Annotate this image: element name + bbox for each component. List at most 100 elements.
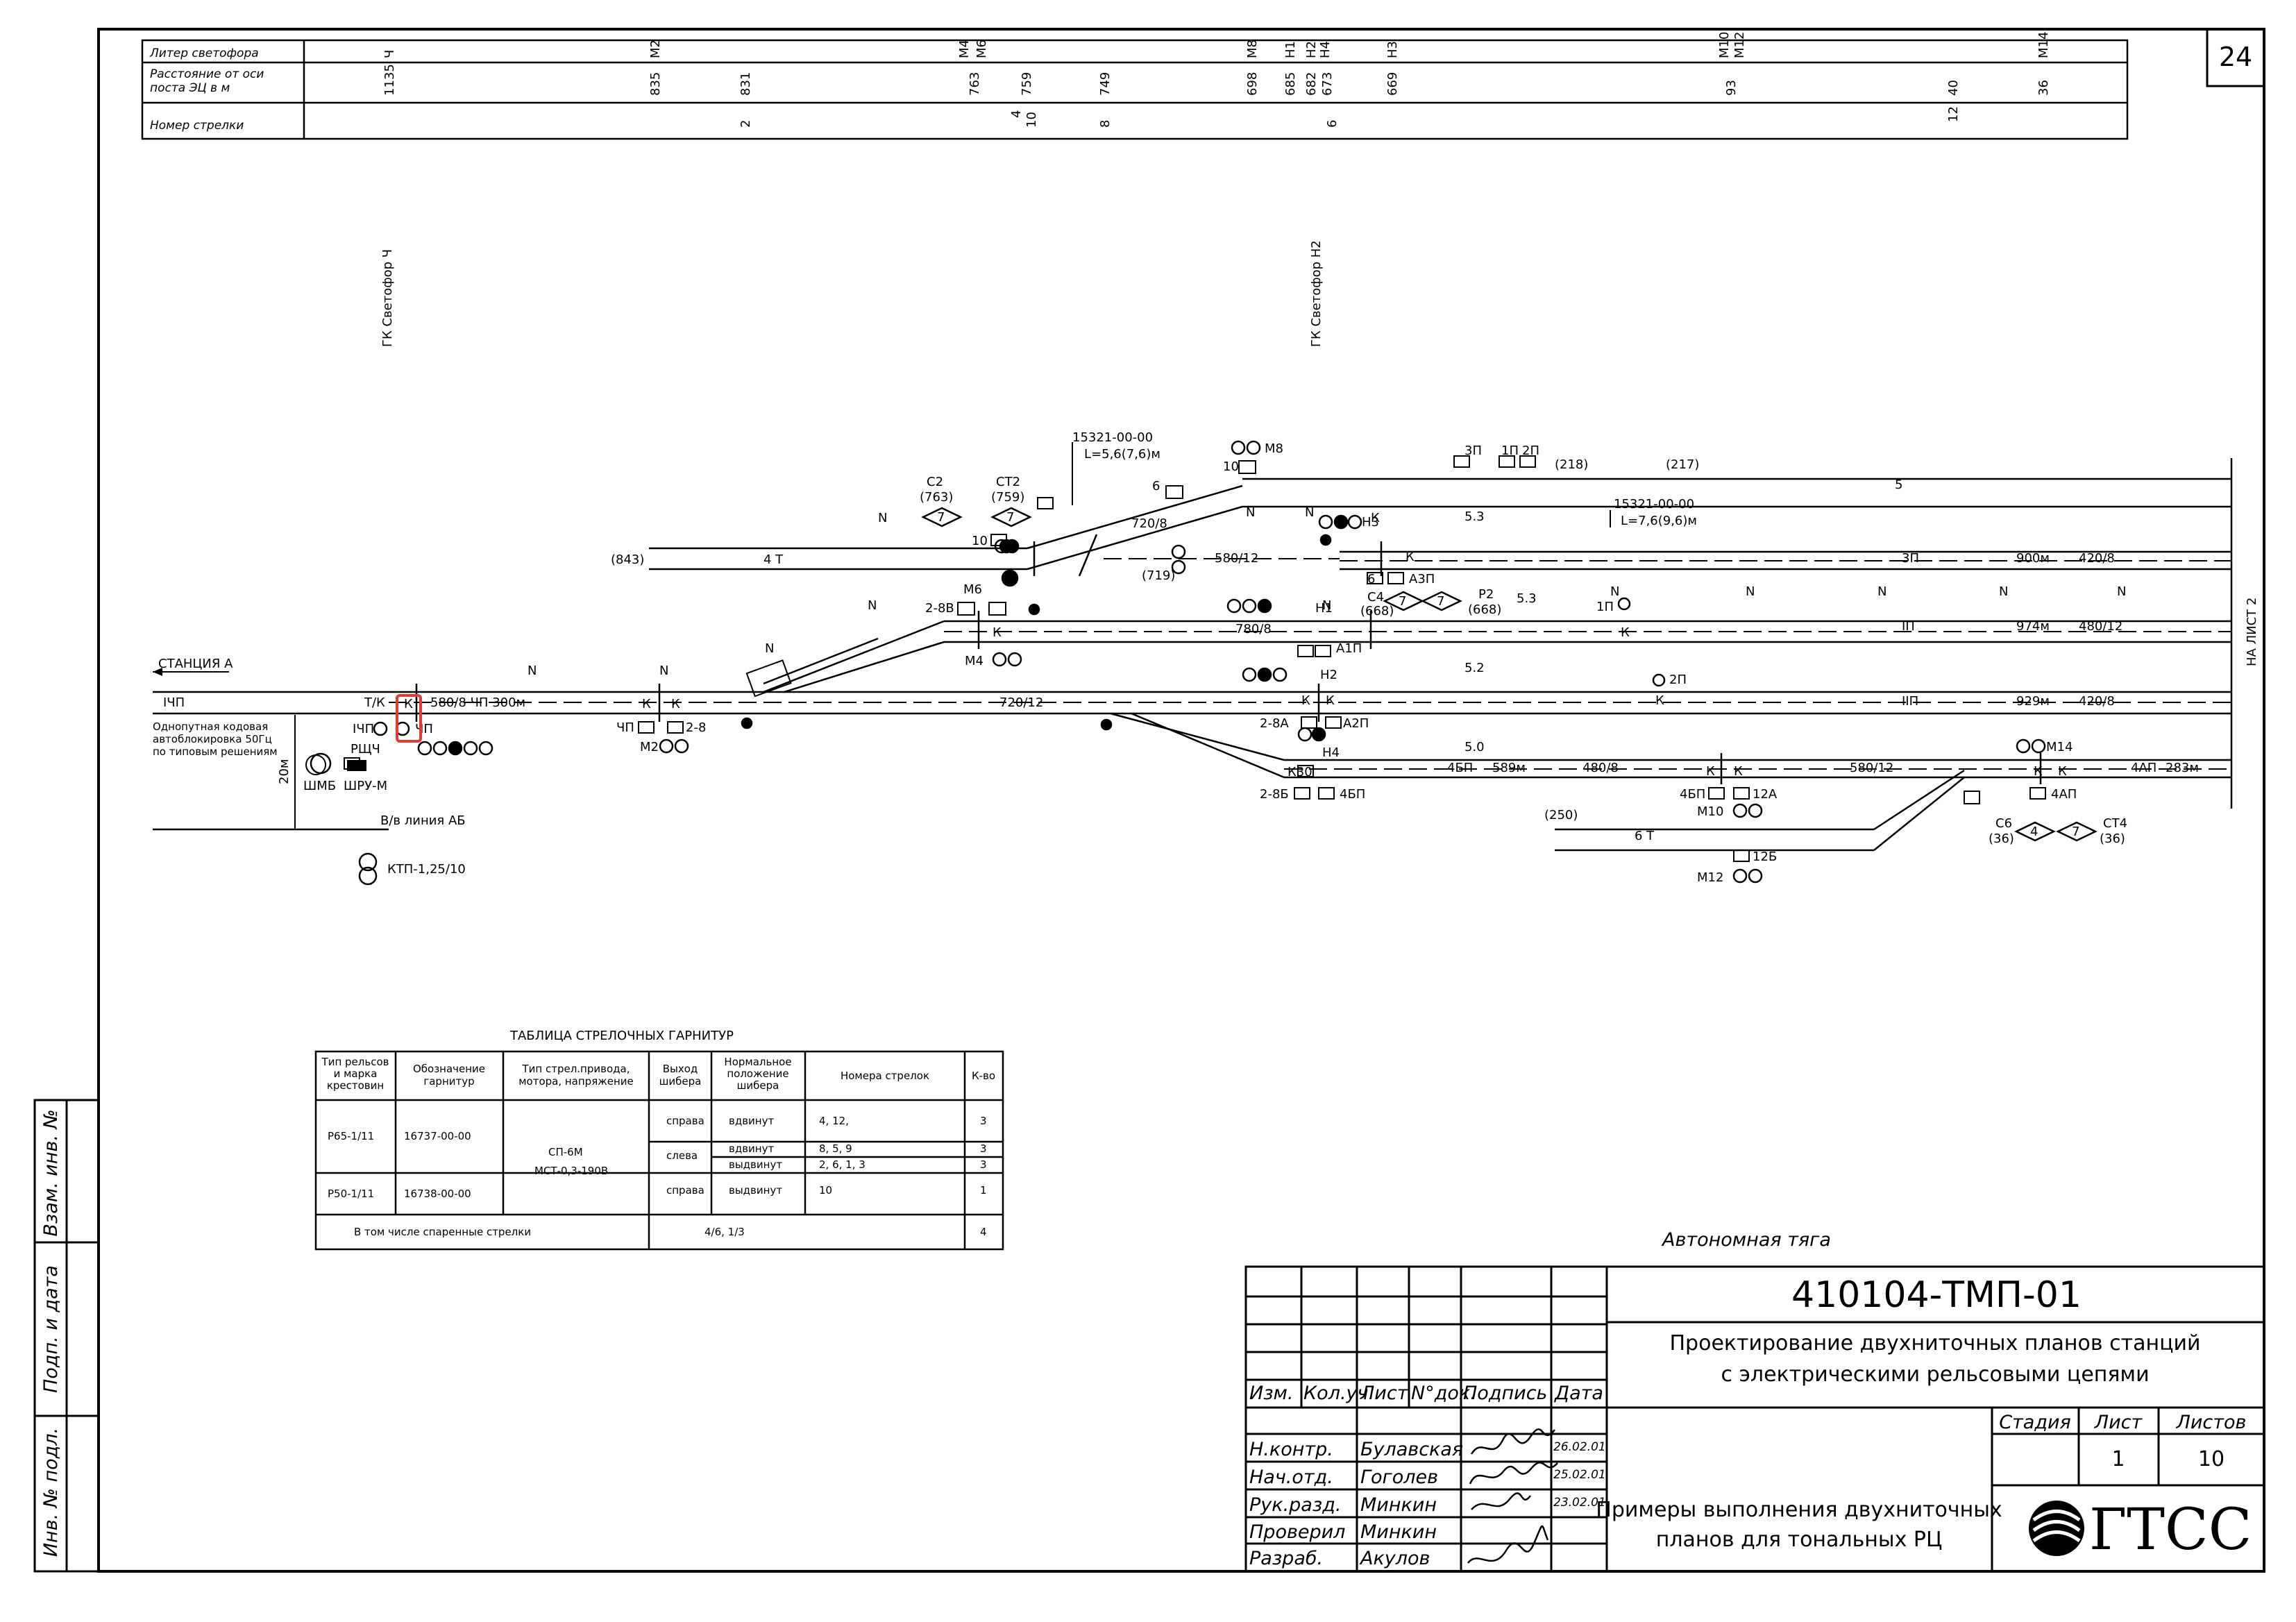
track-5: 5 <box>1895 478 1902 492</box>
td-drive-1: СП-6М <box>548 1146 583 1158</box>
k-marker: К <box>642 697 651 711</box>
switch-table-headers: Тип рельсов и марка крестовин Обозначени… <box>321 1056 996 1092</box>
td-nums: 8, 5, 9 <box>819 1142 852 1155</box>
signal-lamp <box>1748 803 1763 818</box>
signal-lamp <box>1007 652 1022 667</box>
signal-lamp <box>1257 598 1272 614</box>
tb-name: Акулов <box>1359 1548 1430 1569</box>
relay-box <box>1708 787 1725 800</box>
gk-signal-n2-label: ГК Светофор Н2 <box>1309 240 1324 347</box>
note-kit-a: 15321-00-00 <box>1072 430 1153 445</box>
note-kit-b: 15321-00-00 <box>1614 497 1694 512</box>
header-switch: 2 <box>738 120 753 128</box>
relay-box <box>1387 572 1404 584</box>
note-250: (250) <box>1544 808 1578 822</box>
crossing-diamonds <box>921 507 2097 842</box>
signal-lamp <box>1347 514 1362 530</box>
main-track-label: 580/8 ЧП 300м <box>430 695 525 710</box>
signal-m8-label: М8 <box>1265 441 1283 456</box>
signature-2 <box>1469 1462 1558 1485</box>
traction-label: Автономная тяга <box>1661 1229 1831 1251</box>
relay-box <box>745 659 792 698</box>
crossing-ct4-val: (36) <box>2100 831 2125 846</box>
header-signal: М6 <box>974 40 989 58</box>
header-distance: 93 <box>1724 80 1739 96</box>
k-markers: К К К К К К К К К К К К К К <box>404 511 2067 779</box>
signal-lamp <box>1311 727 1326 742</box>
td-code: 16737-00-00 <box>404 1130 471 1142</box>
label-720-12: 720/12 <box>999 695 1043 710</box>
crossing-ct4: СТ4 <box>2103 816 2127 831</box>
td-exit: справа <box>666 1184 704 1197</box>
rc-12b: 12Б <box>1753 850 1777 864</box>
track-iip: IIП <box>1902 694 1918 709</box>
k-marker: К <box>1621 625 1630 640</box>
relay-box <box>1733 787 1750 800</box>
crossing-c4-val: (668) <box>1360 604 1394 618</box>
td-footer-nums: 4/6, 1/3 <box>704 1226 745 1238</box>
signal-chp-label: ЧП <box>616 720 634 735</box>
shmb-label: ШМБ <box>303 779 336 793</box>
sheet-value: 1 <box>2111 1447 2125 1471</box>
th-rail-3: крестовин <box>327 1079 384 1092</box>
signal-n1-label: Н1 <box>1315 601 1333 616</box>
relay-box <box>1733 850 1750 862</box>
switch-table-grid <box>314 1050 1004 1251</box>
td-count: 3 <box>980 1158 987 1171</box>
header-signal: М12 <box>1732 32 1747 58</box>
relay-box <box>1297 645 1314 657</box>
header-distance: 682 <box>1304 72 1319 96</box>
track-ip: IП <box>1902 619 1915 634</box>
track-4ap: 4АП <box>2131 761 2156 775</box>
header-distance: 685 <box>1283 72 1298 96</box>
title-block-people: Н.контр. Нач.отд. Рук.разд. Проверил Раз… <box>1249 1439 1463 1569</box>
crossing-d7: 7 <box>937 510 945 525</box>
label-589: 589м <box>1492 761 1526 775</box>
crossing-labels: С2 (763) 7 СТ2 (759) 7 С4 (668) 7 7 Р2 (… <box>920 475 2127 846</box>
td-rail: Р50-1/11 <box>328 1188 374 1200</box>
rc-4ap: 4АП <box>2051 787 2077 802</box>
header-switch-label: Номер стрелки <box>150 119 244 133</box>
rc-k30: К30 <box>1288 765 1312 779</box>
th-pos-1: Нормальное <box>724 1056 791 1068</box>
tb-name: Булавская <box>1360 1439 1463 1460</box>
n-marker: N <box>527 664 537 678</box>
rc-a1p: А1П <box>1336 641 1362 656</box>
td-exit: слева <box>666 1149 698 1162</box>
signal-m6-label: М6 <box>963 582 982 597</box>
signal-lamp <box>2031 738 2046 754</box>
tb-h-izm: Изм. <box>1249 1383 1294 1404</box>
label-780-8: 780/8 <box>1235 622 1272 636</box>
notes: 15321-00-00 L=5,6(7,6)м 15321-00-00 L=7,… <box>1072 430 1699 583</box>
crossing-d7: 7 <box>1006 510 1014 525</box>
td-footer-count: 4 <box>980 1226 987 1238</box>
relay-box <box>1238 460 1256 474</box>
n-marker: N <box>1322 598 1331 613</box>
signal-lamp <box>1171 559 1186 575</box>
th-code-1: Обозначение <box>413 1063 485 1075</box>
k-marker: К <box>1301 693 1310 708</box>
ktp-label: КТП-1,25/10 <box>387 862 466 877</box>
k-marker: К <box>1326 693 1335 708</box>
header-switch: 8 <box>1098 120 1113 128</box>
sheets-value: 10 <box>2198 1447 2225 1471</box>
val-5-0: 5.0 <box>1464 740 1485 754</box>
title-block-headers: Изм. Кол.уч. Лист N°док. Подпись Дата <box>1249 1383 1603 1404</box>
signal-lamp <box>1226 598 1242 614</box>
gk-signal-ch-label: ГК Светофор Ч <box>380 249 395 347</box>
k-marker: К <box>1706 764 1715 779</box>
signal-lamp <box>1231 440 1246 455</box>
track-4t: 4 Т <box>763 552 784 567</box>
crossing-c4: С4 <box>1367 590 1384 605</box>
tb-h-kol: Кол.уч. <box>1303 1383 1374 1404</box>
shmb-symbol <box>305 754 326 775</box>
relay-box <box>1165 485 1183 499</box>
signal-lamp <box>2016 738 2031 754</box>
rc-2-8b: 2-8Б <box>1260 787 1289 802</box>
signature-3 <box>1471 1492 1531 1510</box>
tracks <box>153 478 2231 852</box>
signal-lamp <box>417 741 432 756</box>
signal-lamp <box>1257 667 1272 682</box>
th-drive-1: Тип стрел.привода, <box>521 1063 630 1075</box>
signal-lamp <box>463 741 478 756</box>
